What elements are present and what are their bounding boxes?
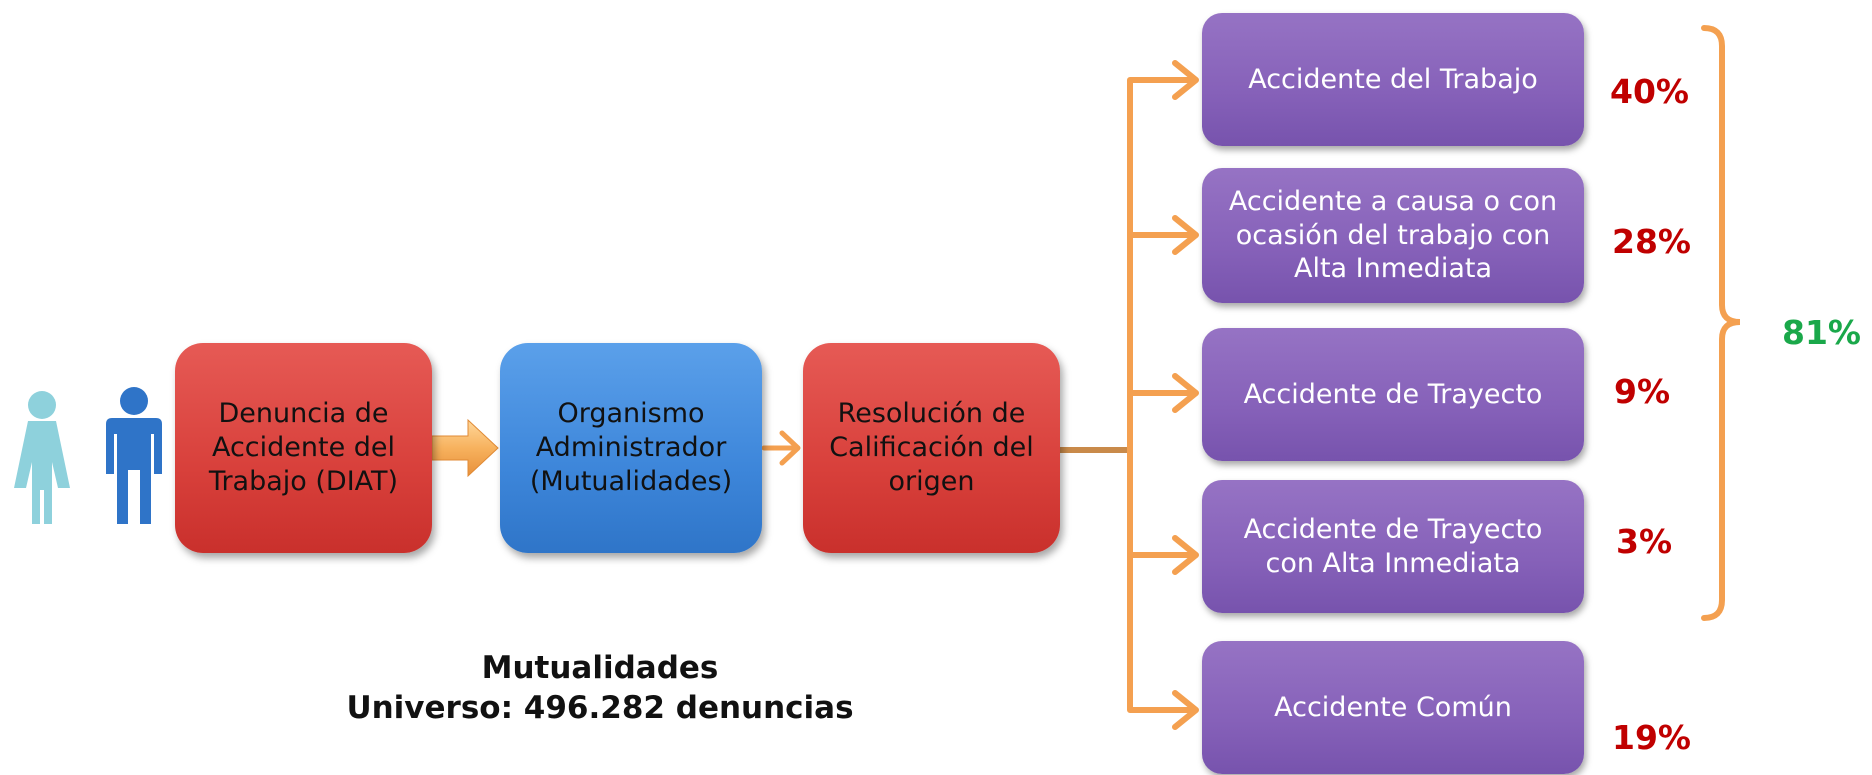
outcome-label-5: Accidente Común xyxy=(1274,691,1512,723)
summary-caption: Mutualidades Universo: 496.282 denuncias xyxy=(320,648,880,729)
outcome-box-1: Accidente del Trabajo xyxy=(1202,13,1584,146)
flow-arrow-2 xyxy=(761,430,801,466)
branch-arrow-2 xyxy=(1127,215,1199,255)
outcome-label-4: Accidente de Trayecto con Alta Inmediata xyxy=(1243,513,1543,579)
step-diat-label: Denuncia de Accidente del Trabajo (DIAT) xyxy=(208,398,399,497)
flow-arrow-1 xyxy=(431,418,499,478)
total-bracket xyxy=(1701,25,1741,621)
outcome-label-3: Accidente de Trayecto xyxy=(1243,378,1543,410)
branch-arrow-4 xyxy=(1127,535,1199,575)
outcome-pct-2: 28% xyxy=(1612,222,1691,261)
outcome-pct-3: 9% xyxy=(1614,372,1671,411)
branch-arrow-1 xyxy=(1127,60,1199,100)
outcome-label-2: Accidente a causa o con ocasión del trab… xyxy=(1228,185,1558,285)
step-resolucion-box: Resolución de Calificación del origen xyxy=(803,343,1060,553)
step-organismo-label: Organismo Administrador (Mutualidades) xyxy=(529,398,733,497)
branch-arrow-3 xyxy=(1127,373,1199,413)
step-resolucion-label: Resolución de Calificación del origen xyxy=(829,398,1034,497)
outcome-label-1: Accidente del Trabajo xyxy=(1248,63,1538,95)
summary-line-1: Mutualidades xyxy=(481,650,719,686)
outcome-box-2: Accidente a causa o con ocasión del trab… xyxy=(1202,168,1584,303)
outcome-pct-4: 3% xyxy=(1616,522,1673,561)
man-icon xyxy=(106,387,162,524)
bracket-total-pct: 81% xyxy=(1782,313,1861,352)
outcome-box-3: Accidente de Trayecto xyxy=(1202,328,1584,461)
branch-arrow-5 xyxy=(1127,690,1199,730)
step-diat-box: Denuncia de Accidente del Trabajo (DIAT) xyxy=(175,343,432,553)
outcome-box-5: Accidente Común xyxy=(1202,641,1584,774)
outcome-pct-1: 40% xyxy=(1610,72,1689,111)
summary-line-2: Universo: 496.282 denuncias xyxy=(346,690,854,727)
outcome-box-4: Accidente de Trayecto con Alta Inmediata xyxy=(1202,480,1584,613)
woman-icon xyxy=(14,391,70,524)
step-organismo-box: Organismo Administrador (Mutualidades) xyxy=(500,343,762,553)
outcome-pct-5: 19% xyxy=(1612,718,1691,757)
